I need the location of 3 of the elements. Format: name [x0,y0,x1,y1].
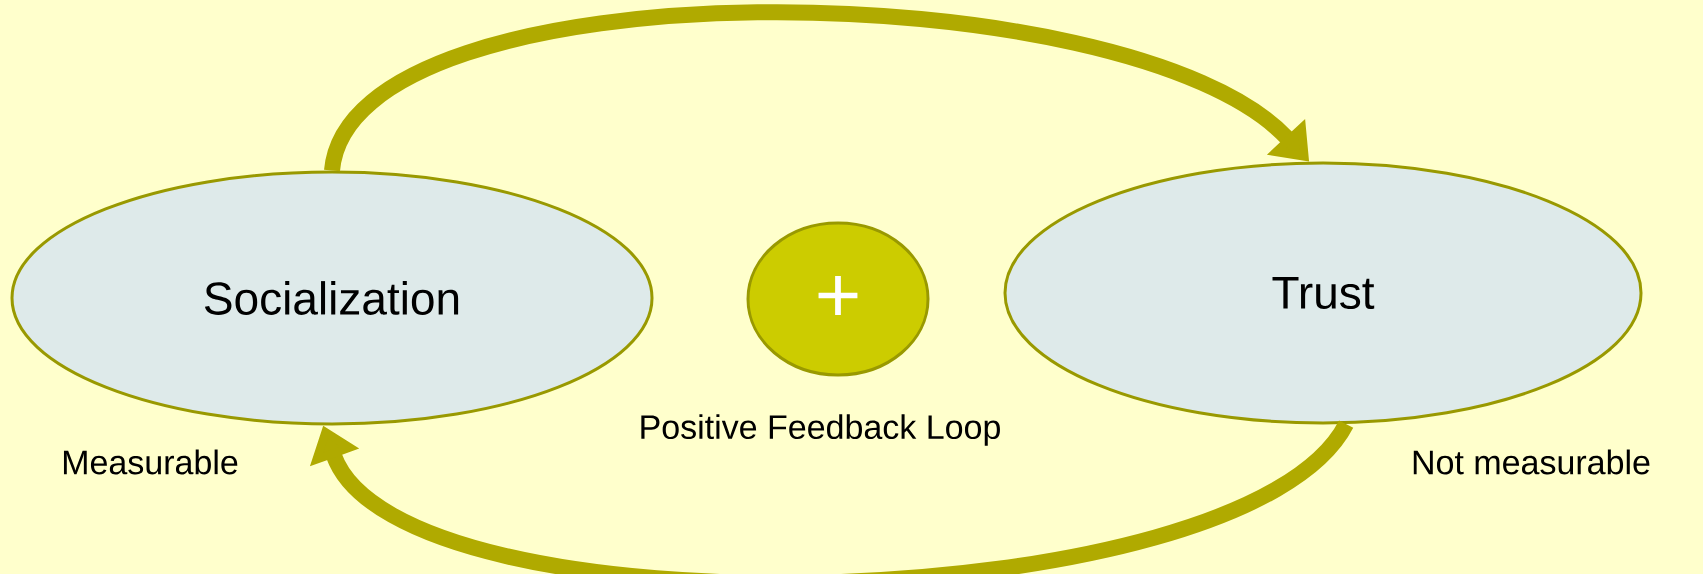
side-label: Measurable [63,449,238,475]
side-label: Not measurable [1413,449,1650,475]
ellipse-node: Trust [1003,161,1643,425]
